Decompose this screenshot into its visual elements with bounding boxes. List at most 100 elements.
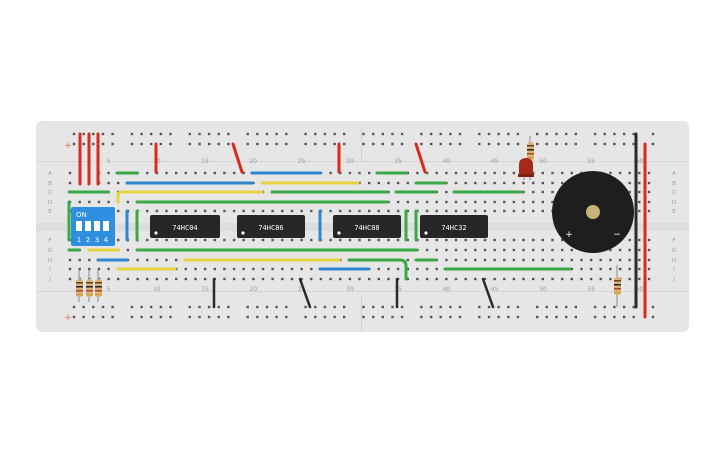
hole bbox=[536, 132, 539, 136]
hole bbox=[207, 132, 211, 136]
hole bbox=[130, 305, 134, 309]
hole bbox=[146, 171, 149, 175]
hole bbox=[551, 248, 554, 252]
hole bbox=[406, 238, 409, 242]
hole bbox=[194, 238, 197, 242]
hole bbox=[464, 258, 467, 262]
column-number: 30 bbox=[346, 286, 354, 293]
hole bbox=[464, 248, 467, 252]
hole bbox=[261, 238, 265, 242]
hole bbox=[618, 171, 622, 175]
hole bbox=[454, 258, 458, 262]
column-number: 25 bbox=[298, 286, 306, 293]
row-letter: F bbox=[672, 238, 675, 244]
hole bbox=[155, 238, 159, 242]
hole bbox=[314, 132, 317, 136]
hole bbox=[333, 305, 336, 309]
hole bbox=[159, 132, 163, 136]
hole bbox=[101, 305, 105, 309]
hole bbox=[439, 315, 442, 319]
hole bbox=[628, 258, 631, 262]
hole bbox=[362, 132, 365, 136]
resistor bbox=[76, 270, 83, 302]
hole bbox=[545, 305, 548, 309]
hole bbox=[493, 248, 496, 252]
dip-number: 4 bbox=[104, 236, 109, 244]
hole bbox=[304, 142, 307, 146]
hole bbox=[329, 277, 332, 281]
hole bbox=[507, 132, 510, 136]
row-letter: G bbox=[672, 248, 676, 254]
hole bbox=[589, 258, 593, 262]
hole bbox=[140, 142, 143, 146]
column-number: 60 bbox=[636, 286, 644, 293]
hole bbox=[493, 181, 496, 185]
column-number: 30 bbox=[346, 158, 354, 165]
row-letter: B bbox=[672, 181, 676, 187]
hole bbox=[184, 171, 187, 175]
hole bbox=[429, 132, 433, 136]
hole bbox=[570, 267, 573, 271]
hole bbox=[551, 238, 554, 242]
hole bbox=[381, 305, 384, 309]
hole bbox=[68, 277, 72, 281]
hole bbox=[483, 181, 487, 185]
hole bbox=[541, 190, 544, 194]
column-number: 40 bbox=[443, 158, 451, 165]
hole bbox=[285, 315, 288, 319]
hole bbox=[541, 200, 544, 204]
hole bbox=[445, 171, 448, 175]
hole bbox=[117, 238, 120, 242]
hole bbox=[435, 209, 438, 213]
hole bbox=[609, 258, 612, 262]
hole bbox=[638, 171, 641, 175]
hole bbox=[512, 181, 516, 185]
hole bbox=[381, 142, 384, 146]
hole bbox=[136, 258, 139, 262]
row-letter: D bbox=[672, 200, 676, 206]
hole bbox=[97, 200, 101, 204]
hole bbox=[551, 171, 554, 175]
hole bbox=[647, 258, 651, 262]
hole bbox=[223, 267, 226, 271]
hole bbox=[474, 248, 477, 252]
hole bbox=[435, 258, 438, 262]
rail-plus-top: + bbox=[64, 141, 72, 151]
hole bbox=[541, 171, 544, 175]
hole bbox=[217, 315, 220, 319]
hole bbox=[589, 267, 593, 271]
hole bbox=[92, 315, 95, 319]
hole bbox=[242, 209, 245, 213]
hole bbox=[387, 209, 390, 213]
chip-74hc04: 74HC04 bbox=[150, 215, 220, 238]
hole bbox=[416, 200, 419, 204]
hole bbox=[512, 258, 516, 262]
hole bbox=[194, 209, 197, 213]
hole bbox=[647, 238, 651, 242]
hole bbox=[175, 277, 178, 281]
chip-label: 74HC04 bbox=[172, 224, 197, 232]
hole bbox=[638, 190, 641, 194]
hole bbox=[400, 305, 404, 309]
hole bbox=[445, 248, 448, 252]
hole bbox=[169, 132, 172, 136]
hole bbox=[265, 132, 269, 136]
hole bbox=[343, 315, 346, 319]
hole bbox=[651, 315, 655, 319]
hole bbox=[622, 132, 626, 136]
hole bbox=[343, 142, 346, 146]
hole bbox=[323, 132, 327, 136]
hole bbox=[271, 267, 274, 271]
dip-number: 3 bbox=[95, 236, 99, 244]
hole bbox=[638, 238, 641, 242]
hole bbox=[150, 132, 153, 136]
hole bbox=[483, 209, 487, 213]
hole bbox=[213, 171, 216, 175]
hole bbox=[377, 181, 380, 185]
hole bbox=[628, 238, 631, 242]
hole bbox=[246, 132, 249, 136]
hole bbox=[449, 132, 452, 136]
hole bbox=[503, 200, 506, 204]
hole bbox=[165, 171, 168, 175]
hole bbox=[130, 132, 134, 136]
